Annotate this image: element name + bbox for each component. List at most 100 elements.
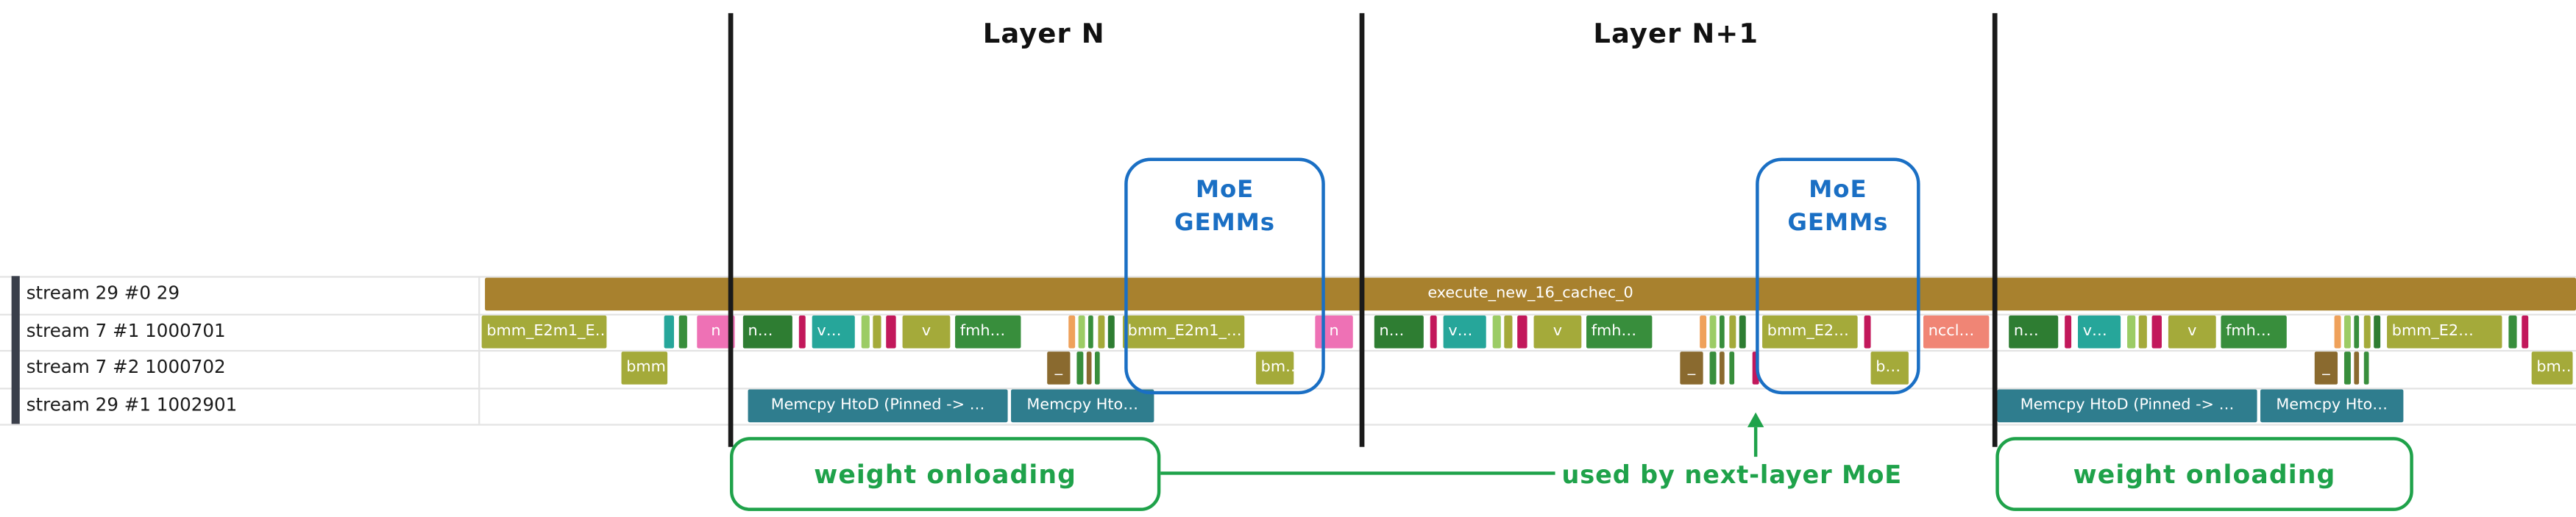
trace-slice[interactable]: v — [1533, 315, 1582, 348]
stream-row-label[interactable]: stream 7 #1 1000701 — [26, 319, 226, 341]
trace-slice[interactable]: bm… — [1255, 352, 1294, 385]
used-by-next-layer-label: used by next-layer MoE — [1561, 460, 1903, 490]
trace-slice[interactable] — [1729, 315, 1736, 348]
moe-gemms-label-line1: MoE — [1195, 177, 1255, 204]
trace-slice[interactable] — [2138, 315, 2147, 348]
trace-slice[interactable] — [1107, 315, 1115, 348]
trace-slice[interactable] — [1864, 315, 1871, 348]
annotation-connector-line — [1160, 471, 1555, 476]
trace-slice[interactable] — [1492, 315, 1501, 348]
trace-slice[interactable] — [1739, 315, 1746, 348]
trace-slice[interactable] — [2334, 315, 2341, 348]
trace-slice[interactable] — [1709, 352, 1717, 385]
trace-slice[interactable]: bmm_E2… — [2387, 315, 2502, 348]
trace-slice[interactable]: _ — [1047, 352, 1071, 385]
trace-slice[interactable] — [1076, 352, 1084, 385]
weight-onloading-label: weight onloading — [814, 459, 1077, 489]
row-separator-line — [0, 387, 2576, 389]
trace-slice[interactable] — [1086, 352, 1092, 385]
trace-slice[interactable] — [1098, 315, 1105, 348]
trace-slice[interactable] — [2354, 352, 2360, 385]
trace-slice[interactable] — [1088, 315, 1093, 348]
label-column-divider — [478, 276, 480, 424]
trace-slice[interactable]: Memcpy Hto… — [2260, 388, 2404, 422]
trace-slice[interactable]: v… — [2078, 315, 2121, 348]
weight-onloading-annotation-box: weight onloading — [1995, 437, 2413, 511]
layer-boundary-line — [728, 13, 733, 447]
trace-slice[interactable] — [2151, 315, 2162, 348]
trace-slice[interactable]: v… — [812, 315, 855, 348]
trace-slice[interactable]: v… — [1443, 315, 1486, 348]
moe-gemms-annotation-box: MoE GEMMs — [1756, 157, 1920, 395]
trace-slice[interactable]: n… — [1374, 315, 1424, 348]
stream-row-label[interactable]: stream 7 #2 1000702 — [26, 356, 226, 378]
trace-slice[interactable] — [1517, 315, 1527, 348]
trace-slice[interactable]: bmm_E2m1_… — [1122, 315, 1245, 348]
trace-slice[interactable] — [1719, 315, 1725, 348]
trace-slice[interactable] — [1719, 352, 1725, 385]
stream-row-label[interactable]: stream 29 #0 29 — [26, 282, 180, 304]
trace-slice[interactable] — [678, 315, 687, 348]
row-separator-line — [0, 349, 2576, 352]
stream-row-label[interactable]: stream 29 #1 1002901 — [26, 393, 238, 416]
trace-slice[interactable] — [1068, 315, 1076, 348]
trace-slice[interactable]: Memcpy HtoD (Pinned -> … — [748, 388, 1008, 422]
trace-slice[interactable]: n — [1315, 315, 1353, 348]
moe-gemms-label-line2: GEMMs — [1174, 210, 1275, 236]
trace-slice[interactable]: fmh… — [1586, 315, 1653, 348]
trace-slice[interactable]: bmm_E2m1_E… — [481, 315, 607, 348]
trace-slice[interactable]: v — [902, 315, 951, 348]
trace-slice[interactable]: v — [2168, 315, 2216, 348]
trace-slice[interactable]: bm… — [2531, 352, 2573, 385]
trace-slice[interactable]: execute_new_16_cachec_0 — [485, 277, 2576, 311]
layer-boundary-line — [1992, 13, 1997, 447]
arrow-head — [1747, 412, 1764, 427]
trace-slice[interactable]: bmm… — [621, 352, 668, 385]
trace-slice[interactable] — [1504, 315, 1513, 348]
trace-slice[interactable] — [1729, 352, 1735, 385]
trace-slice[interactable]: nccl… — [1923, 315, 1990, 348]
trace-slice[interactable] — [2354, 315, 2360, 348]
trace-slice[interactable]: fmh… — [2221, 315, 2287, 348]
trace-slice[interactable] — [873, 315, 881, 348]
trace-slice[interactable]: Memcpy HtoD (Pinned -> … — [1997, 388, 2257, 422]
trace-slice[interactable] — [1078, 315, 1085, 348]
trace-slice[interactable]: n… — [2009, 315, 2059, 348]
moe-pointer-up-arrow — [1746, 412, 1766, 457]
arrow-stem — [1753, 427, 1759, 457]
trace-slice[interactable] — [1094, 352, 1100, 385]
trace-slice[interactable] — [861, 315, 870, 348]
trace-slice[interactable]: fmh… — [955, 315, 1021, 348]
trace-slice[interactable]: _ — [2314, 352, 2338, 385]
track-group-indicator — [11, 276, 20, 424]
moe-gemms-label-line2: GEMMs — [1787, 210, 1889, 236]
trace-slice[interactable] — [2343, 315, 2351, 348]
trace-slice[interactable] — [798, 315, 806, 348]
trace-slice[interactable] — [1430, 315, 1437, 348]
moe-gemms-annotation-box: MoE GEMMs — [1124, 157, 1325, 395]
trace-slice[interactable] — [2343, 352, 2351, 385]
weight-onloading-label: weight onloading — [2073, 459, 2336, 489]
row-separator-line — [0, 424, 2576, 426]
trace-slice[interactable] — [664, 315, 675, 348]
layer-n-label: Layer N — [982, 18, 1105, 50]
layer-boundary-line — [1359, 13, 1364, 447]
trace-slice[interactable] — [886, 315, 896, 348]
trace-slice[interactable]: n… — [742, 315, 792, 348]
trace-slice[interactable] — [2363, 352, 2369, 385]
trace-slice[interactable]: bmm_E2… — [1762, 315, 1858, 348]
weight-onloading-annotation-box: weight onloading — [729, 437, 1161, 511]
trace-slice[interactable] — [2522, 315, 2529, 348]
trace-slice[interactable] — [2065, 315, 2072, 348]
trace-slice[interactable] — [2363, 315, 2371, 348]
trace-slice[interactable] — [1709, 315, 1717, 348]
trace-slice[interactable]: Memcpy Hto… — [1011, 388, 1154, 422]
trace-slice[interactable] — [1700, 315, 1707, 348]
trace-slice[interactable] — [2127, 315, 2136, 348]
trace-slice[interactable]: _ — [1680, 352, 1703, 385]
row-separator-line — [0, 276, 2576, 278]
trace-slice[interactable] — [2374, 315, 2381, 348]
trace-slice[interactable] — [2508, 315, 2517, 348]
